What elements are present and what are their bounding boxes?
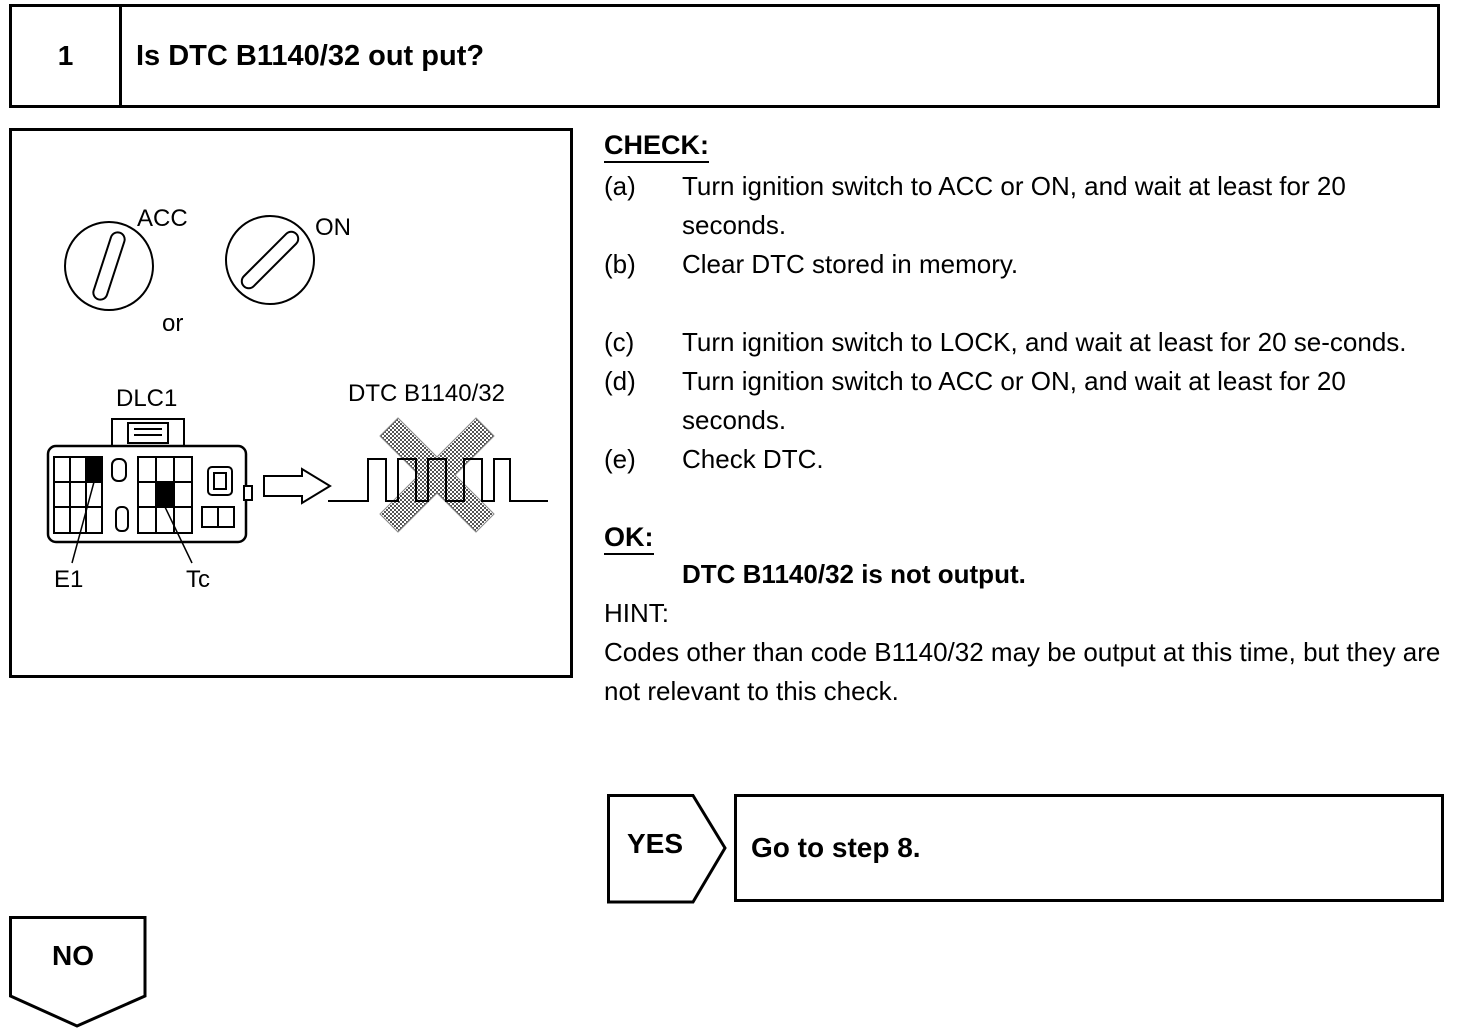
no-label: NO bbox=[52, 940, 94, 971]
check-item-label: (e) bbox=[604, 444, 636, 474]
check-item-label: (a) bbox=[604, 171, 636, 201]
check-item-text: Clear DTC stored in memory. bbox=[682, 249, 1019, 279]
step-title: Is DTC B1140/32 out put? bbox=[136, 39, 485, 72]
or-label: or bbox=[162, 310, 183, 337]
crossed-out-x-icon bbox=[379, 417, 495, 533]
dlc1-connector-icon bbox=[46, 418, 253, 544]
check-item-d: (d) Turn ignition switch to ACC or ON, a… bbox=[604, 362, 1454, 440]
acc-label: ACC bbox=[137, 205, 188, 232]
check-list: (a) Turn ignition switch to ACC or ON, a… bbox=[604, 167, 1454, 479]
yes-action: Go to step 8. bbox=[734, 794, 1444, 902]
check-item-b: (b) Clear DTC stored in memory. bbox=[604, 245, 1454, 284]
step-number: 1 bbox=[12, 7, 122, 105]
check-item-text: Turn ignition switch to ACC or ON, and w… bbox=[682, 171, 1346, 240]
connector-label: DLC1 bbox=[116, 385, 177, 412]
ok-heading: OK: bbox=[604, 522, 654, 555]
hint-label: HINT: bbox=[604, 598, 669, 628]
on-label: ON bbox=[315, 214, 351, 241]
terminal-tc-label: Tc bbox=[186, 566, 210, 593]
dtc-waveform bbox=[328, 458, 548, 502]
illustration: ACC ON or DLC1 bbox=[46, 205, 548, 593]
ignition-acc-icon bbox=[64, 221, 154, 311]
signal-label: DTC B1140/32 bbox=[348, 380, 505, 407]
ok-result: DTC B1140/32 is not output. bbox=[682, 559, 1026, 589]
arrow-right-icon bbox=[263, 467, 332, 505]
check-item-label: (d) bbox=[604, 366, 636, 396]
terminal-e1-label: E1 bbox=[54, 566, 83, 593]
spacer bbox=[604, 284, 1454, 323]
check-item-text: Check DTC. bbox=[682, 444, 824, 474]
check-item-label: (c) bbox=[604, 327, 635, 357]
check-item-text: Turn ignition switch to ACC or ON, and w… bbox=[682, 366, 1346, 435]
tc-leader-line bbox=[164, 506, 193, 564]
no-arrow-shape bbox=[9, 916, 147, 1028]
check-item-text: Turn ignition switch to LOCK, and wait a… bbox=[682, 327, 1407, 357]
illustration-panel: ACC ON or DLC1 bbox=[9, 128, 573, 678]
step-header: 1 Is DTC B1140/32 out put? bbox=[9, 4, 1440, 108]
check-item-e: (e) Check DTC. bbox=[604, 440, 1454, 479]
check-item-c: (c) Turn ignition switch to LOCK, and wa… bbox=[604, 323, 1454, 362]
ignition-on-icon bbox=[225, 215, 315, 305]
check-item-label: (b) bbox=[604, 249, 636, 279]
e1-leader-line bbox=[71, 481, 95, 564]
yes-label: YES bbox=[627, 828, 684, 859]
spacer bbox=[604, 479, 1454, 518]
check-heading: CHECK: bbox=[604, 130, 709, 163]
instruction-column: CHECK: (a) Turn ignition switch to ACC o… bbox=[604, 126, 1454, 711]
check-item-a: (a) Turn ignition switch to ACC or ON, a… bbox=[604, 167, 1454, 245]
yes-arrow-shape bbox=[607, 794, 727, 904]
hint-text: Codes other than code B1140/32 may be ou… bbox=[604, 637, 1441, 706]
